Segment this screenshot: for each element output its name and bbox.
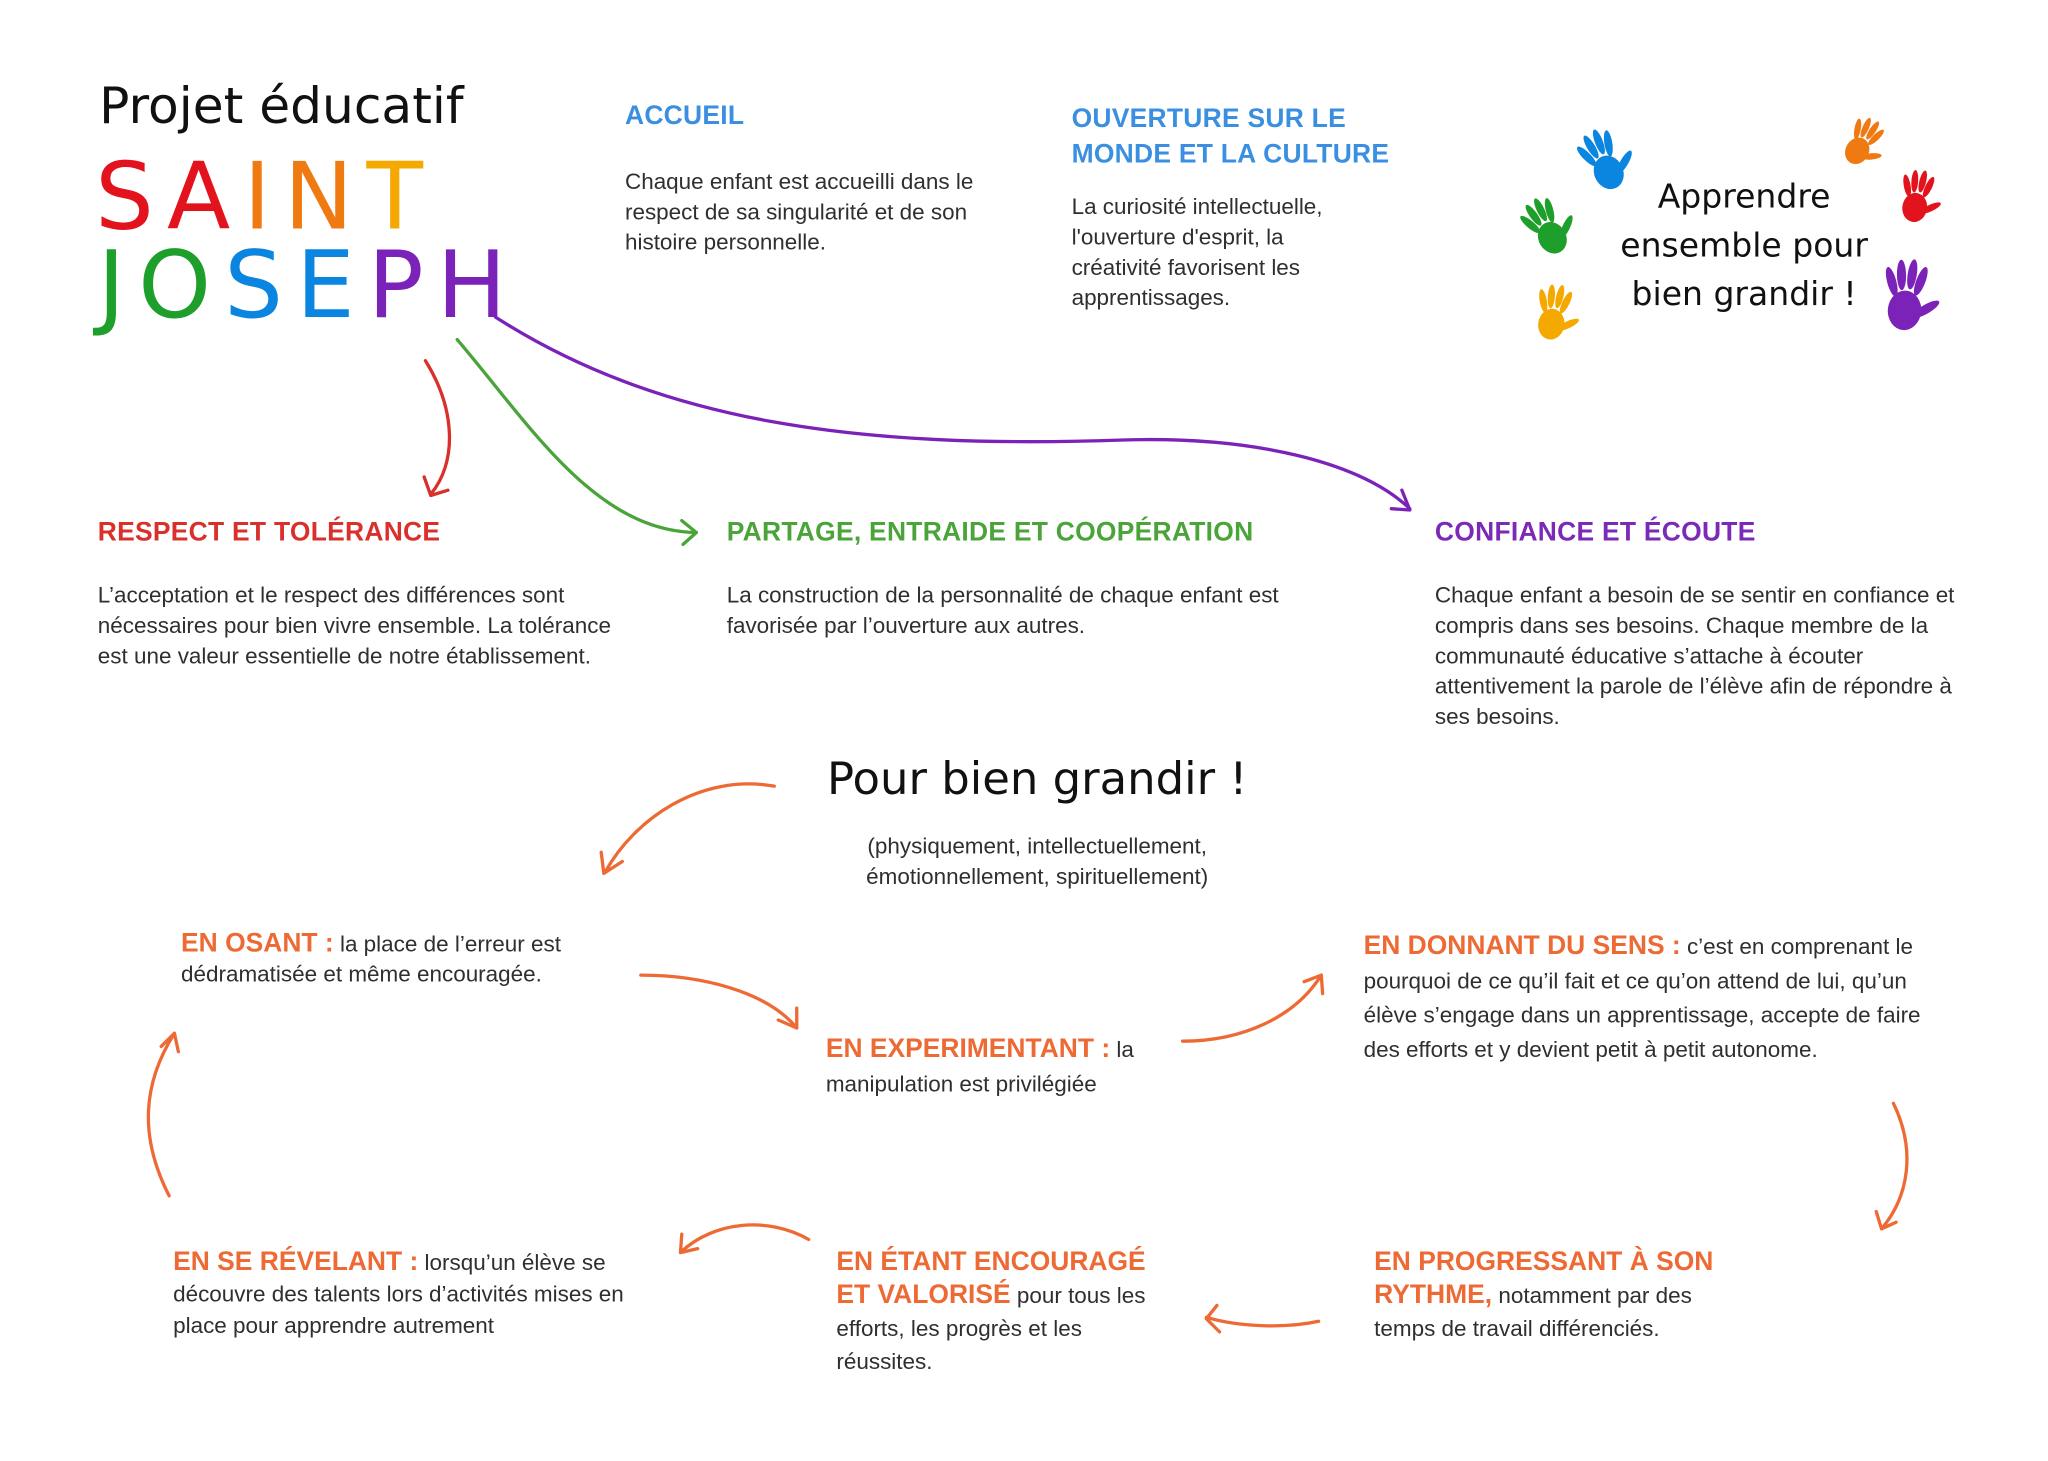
subtitle-projet-educatif: Projet éducatif [99, 76, 464, 135]
section-accueil: ACCUEIL Chaque enfant est accueilli dans… [625, 102, 995, 258]
section-text: Chaque enfant est accueilli dans le resp… [624, 169, 974, 256]
arrow-to-respect [422, 359, 452, 498]
arrow-experimentant-to-sens [1180, 973, 1323, 1043]
step-label: EN PROGRESSANT À SON RYTHME, [1374, 1247, 1714, 1310]
step-experimentant: EN EXPERIMENTANT : la manipulation est p… [826, 1032, 1170, 1102]
step-revelant: EN SE RÉVELANT : lorsqu’un élève se déco… [173, 1246, 668, 1342]
step-text: pour tous les efforts, les progrès et le… [836, 1282, 1146, 1375]
step-label: EN DONNANT DU SENS : [1363, 931, 1681, 961]
step-encourage: EN ÉTANT ENCOURAGÉ ET VALORISÉ pour tous… [836, 1246, 1173, 1378]
hand-print-icon [1520, 198, 1573, 254]
school-name-letter: J [97, 231, 139, 340]
school-name-letter: O [138, 231, 225, 340]
value-title: RESPECT ET TOLÉRANCE [97, 517, 441, 548]
grow-subtitle-line: (physiquement, intellectuellement, [867, 833, 1208, 859]
value-text: L’acceptation et le respect des différen… [97, 582, 611, 669]
grow-subtitle: (physiquement, intellectuellement, émoti… [773, 831, 1302, 892]
hand-print-icon [1845, 117, 1884, 165]
hand-print-icon [1538, 284, 1579, 340]
step-text: lorsqu’un élève se découvre des talents … [173, 1249, 624, 1339]
value-text: La construction de la personnalité de ch… [726, 582, 1279, 639]
arrow-to-confiance [493, 315, 1412, 512]
step-sens: EN DONNANT DU SENS : c’est en comprenant… [1364, 929, 1945, 1068]
school-name-letter: S [224, 231, 297, 340]
step-osant: EN OSANT : la place de l’erreur est dédr… [181, 929, 630, 990]
value-confiance: CONFIANCE ET ÉCOUTE Chaque enfant a beso… [1435, 518, 1990, 732]
school-name-letter: S [95, 142, 168, 252]
school-name-letter: T [366, 142, 437, 252]
hand-print-icon [1902, 170, 1941, 223]
value-respect: RESPECT ET TOLÉRANCE L’acceptation et le… [98, 518, 613, 671]
slogan-line: ensemble pour [1620, 225, 1868, 265]
arrow-to-partage [455, 337, 698, 547]
value-text: Chaque enfant a besoin de se sentir en c… [1434, 582, 1955, 730]
arrow-revelant-to-osant [146, 1031, 177, 1198]
step-text: la place de l’erreur est dédramatisée et… [181, 931, 561, 988]
painted-hands [1520, 117, 1941, 340]
school-name-joseph: JOSEPH [98, 231, 520, 339]
step-label: EN OSANT : [181, 928, 334, 958]
step-label: EN ÉTANT ENCOURAGÉ ET VALORISÉ [836, 1247, 1146, 1310]
slogan: Apprendre ensemble pour bien grandir ! [1612, 172, 1876, 319]
school-name-letter: P [367, 231, 437, 340]
school-name-letter: N [284, 142, 367, 252]
step-rythme: EN PROGRESSANT À SON RYTHME, notamment p… [1374, 1246, 1757, 1345]
arrow-encourage-to-revelant [680, 1223, 811, 1253]
slogan-line: Apprendre [1657, 177, 1831, 216]
step-text: la manipulation est privilégiée [825, 1037, 1134, 1097]
grow-title: Pour bien grandir ! [827, 753, 1248, 806]
value-partage: PARTAGE, ENTRAIDE ET COOPÉRATION La cons… [727, 518, 1295, 641]
section-ouverture: OUVERTURE SUR LE MONDE ET LA CULTURE La … [1072, 102, 1409, 313]
school-name-letter: H [436, 231, 520, 340]
arrow-rythme-to-encourage [1204, 1315, 1321, 1328]
section-title: ACCUEIL [624, 101, 745, 131]
school-name-letter: I [243, 142, 285, 252]
value-title: PARTAGE, ENTRAIDE ET COOPÉRATION [726, 517, 1254, 548]
school-name-letter: A [167, 142, 244, 252]
step-label: EN SE RÉVELANT : [173, 1247, 419, 1277]
cycle-arrows [146, 782, 1909, 1334]
section-title: OUVERTURE SUR LE MONDE ET LA CULTURE [1071, 104, 1390, 170]
step-label: EN EXPERIMENTANT : [825, 1034, 1111, 1064]
school-name-letter: E [296, 231, 368, 340]
school-name-saint: SAINT [95, 143, 436, 251]
grow-subtitle-line: émotionnellement, spirituellement) [866, 864, 1209, 890]
arrow-osant-to-experimentant [639, 973, 799, 1030]
step-text: notamment par des temps de travail diffé… [1374, 1282, 1692, 1342]
slogan-line: bien grandir ! [1631, 274, 1857, 314]
step-text: c’est en comprenant le pourquoi de ce qu… [1363, 934, 1921, 1063]
hand-print-icon [1885, 259, 1940, 331]
arrow-title-to-osant [603, 782, 776, 874]
value-title: CONFIANCE ET ÉCOUTE [1434, 517, 1756, 548]
section-text: La curiosité intellectuelle, l'ouverture… [1071, 194, 1323, 311]
arrow-sens-to-rythme [1879, 1101, 1909, 1231]
hand-print-icon [1576, 129, 1632, 190]
